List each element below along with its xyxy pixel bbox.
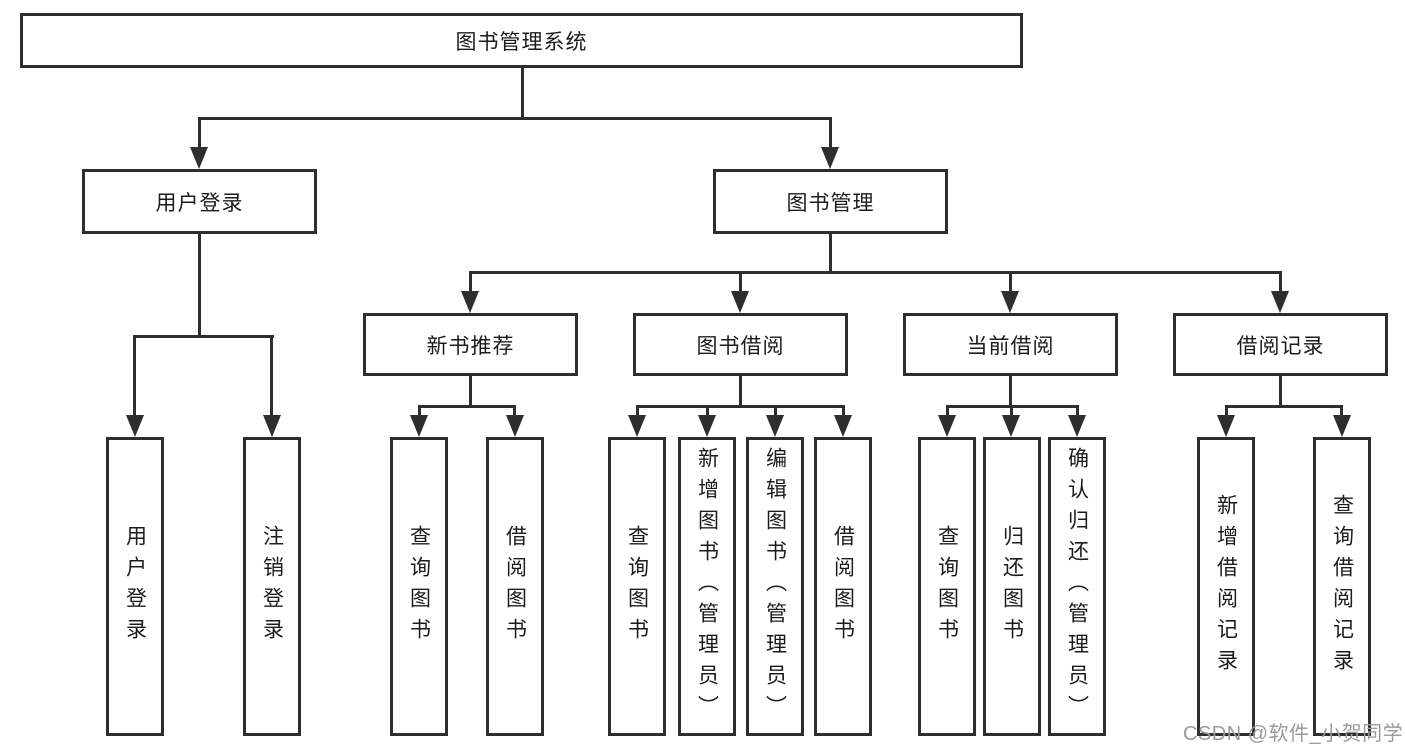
- node-label: 借阅图书: [503, 524, 527, 649]
- connector-arrowhead-down-icon: [766, 415, 784, 437]
- node-label: 确认归还（管理员）: [1065, 447, 1089, 726]
- node-borrow-records: 借阅记录: [1173, 313, 1388, 376]
- node-br-add-record: 新增借阅记录: [1197, 437, 1255, 736]
- connector-line: [1279, 375, 1282, 408]
- node-bb-query-book: 查询图书: [608, 437, 666, 736]
- connector-arrowhead-down-icon: [1002, 415, 1020, 437]
- node-bb-borrow-book: 借阅图书: [814, 437, 872, 736]
- csdn-watermark: CSDN @软件_小贺同学: [1183, 723, 1404, 745]
- connector-line: [1225, 405, 1228, 419]
- connector-arrowhead-down-icon: [1068, 415, 1086, 437]
- connector-line: [829, 117, 832, 150]
- connector-line: [706, 405, 709, 419]
- connector-line: [1010, 405, 1013, 419]
- connector-line: [469, 375, 472, 408]
- node-label: 查询图书: [625, 524, 649, 649]
- connector-line: [469, 271, 472, 294]
- node-label: 图书管理系统: [455, 30, 588, 54]
- connector-line: [133, 335, 274, 338]
- node-label: 查询图书: [935, 524, 959, 649]
- connector-line: [1340, 405, 1343, 419]
- connector-arrowhead-down-icon: [461, 291, 479, 313]
- node-cb-confirm-return: 确认归还（管理员）: [1048, 437, 1106, 736]
- node-label: 查询借阅记录: [1330, 493, 1354, 680]
- connector-arrowhead-down-icon: [834, 415, 852, 437]
- node-ul-logout: 注销登录: [243, 437, 301, 736]
- connector-line: [1076, 405, 1079, 419]
- connector-line: [1009, 271, 1012, 294]
- connector-arrowhead-down-icon: [410, 415, 428, 437]
- node-label: 编辑图书（管理员）: [763, 447, 787, 726]
- connector-line: [198, 233, 201, 338]
- connector-line: [270, 335, 273, 419]
- node-bb-add-book: 新增图书（管理员）: [678, 437, 736, 736]
- node-nb-query-book: 查询图书: [390, 437, 448, 736]
- connector-arrowhead-down-icon: [1271, 291, 1289, 313]
- connector-arrowhead-down-icon: [1333, 415, 1351, 437]
- connector-line: [842, 405, 845, 419]
- connector-line: [418, 405, 421, 419]
- connector-arrowhead-down-icon: [506, 415, 524, 437]
- node-root: 图书管理系统: [20, 13, 1023, 68]
- node-label: 查询图书: [407, 524, 431, 649]
- node-label: 图书借阅: [696, 334, 785, 358]
- node-label: 用户登录: [123, 524, 147, 649]
- node-cb-query-book: 查询图书: [918, 437, 976, 736]
- connector-line: [829, 233, 832, 274]
- node-user-login: 用户登录: [82, 169, 317, 234]
- node-label: 注销登录: [260, 524, 284, 649]
- connector-line: [198, 117, 201, 150]
- connector-line: [774, 405, 777, 419]
- connector-line: [1225, 405, 1343, 408]
- connector-arrowhead-down-icon: [731, 291, 749, 313]
- node-new-book-recommend: 新书推荐: [363, 313, 578, 376]
- node-label: 当前借阅: [966, 334, 1055, 358]
- connector-line: [739, 375, 742, 408]
- node-book-borrow: 图书借阅: [633, 313, 848, 376]
- connector-arrowhead-down-icon: [126, 415, 144, 437]
- connector-arrowhead-down-icon: [628, 415, 646, 437]
- node-label: 图书管理: [786, 191, 875, 215]
- connector-arrowhead-down-icon: [938, 415, 956, 437]
- node-cb-return-book: 归还图书: [983, 437, 1041, 736]
- connector-line: [513, 405, 516, 419]
- connector-line: [198, 117, 832, 120]
- connector-line: [739, 271, 742, 294]
- node-label: 归还图书: [1000, 524, 1024, 649]
- connector-line: [1009, 375, 1012, 408]
- connector-line: [521, 67, 524, 120]
- node-label: 借阅图书: [831, 524, 855, 649]
- connector-line: [636, 405, 639, 419]
- connector-arrowhead-down-icon: [821, 147, 839, 169]
- node-book-management: 图书管理: [713, 169, 948, 234]
- connector-line: [636, 405, 845, 408]
- connector-line: [1279, 271, 1282, 294]
- connector-line: [418, 405, 516, 408]
- node-current-borrow: 当前借阅: [903, 313, 1118, 376]
- node-bb-edit-book: 编辑图书（管理员）: [746, 437, 804, 736]
- node-label: 用户登录: [155, 191, 244, 215]
- connector-line: [469, 271, 1282, 274]
- connector-arrowhead-down-icon: [190, 147, 208, 169]
- connector-arrowhead-down-icon: [698, 415, 716, 437]
- connector-arrowhead-down-icon: [1001, 291, 1019, 313]
- node-label: 借阅记录: [1236, 334, 1325, 358]
- node-ul-user-login: 用户登录: [106, 437, 164, 736]
- node-label: 新书推荐: [426, 334, 515, 358]
- node-label: 新增借阅记录: [1214, 493, 1238, 680]
- connector-arrowhead-down-icon: [1217, 415, 1235, 437]
- connector-line: [133, 335, 136, 419]
- node-br-query-record: 查询借阅记录: [1313, 437, 1371, 736]
- node-label: 新增图书（管理员）: [695, 447, 719, 726]
- node-nb-borrow-book: 借阅图书: [486, 437, 544, 736]
- connector-line: [946, 405, 949, 419]
- connector-arrowhead-down-icon: [263, 415, 281, 437]
